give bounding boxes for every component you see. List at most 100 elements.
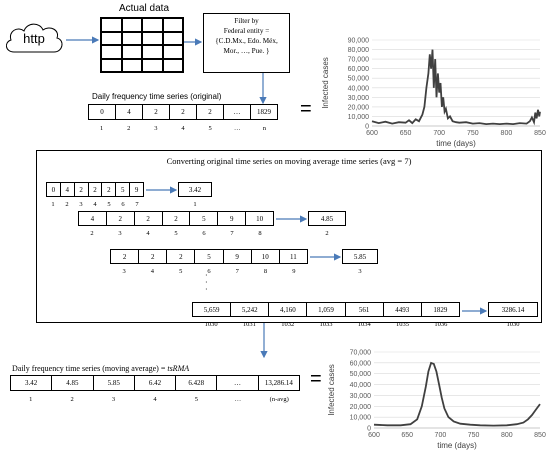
y-axis-label: Infected cases [321,57,330,109]
filter-line: Federal entity = [223,27,270,35]
y-tick-label: 60,000 [348,66,370,73]
window-cell: 4 [61,183,75,196]
series-line [371,49,541,126]
y-tick-label: 20,000 [350,404,372,411]
x-tick-label: 800 [501,130,513,137]
window-index: 1036 [434,321,448,328]
window-index: 6 [207,268,211,275]
window-cell: 0 [47,183,61,196]
x-axis-label: time (days) [436,139,476,148]
window-index: 8 [258,230,262,237]
window-cell: 4 [79,212,107,225]
series-line [373,361,541,427]
y-tick-label: 30,000 [350,393,372,400]
y-tick-label: 80,000 [348,47,370,54]
moving-average-series-index: 5 [194,396,199,403]
original-series-index: 1 [99,125,104,132]
y-tick-label: 60,000 [350,360,372,367]
window-index: 4 [150,268,155,275]
original-series-cell: 2 [143,105,170,119]
window-index: 6 [121,201,125,208]
moving-average-panel-title: Converting original time series on movin… [166,156,412,166]
window-average-index: 3 [358,268,362,275]
x-tick-label: 700 [435,432,447,439]
moving-average-series-index: 4 [153,396,157,403]
window-index: 6 [202,230,206,237]
original-series-cell: 1829 [257,108,271,116]
window-index: 1035 [396,321,410,328]
y-tick-label: 40,000 [348,85,370,92]
equals-sign: = [300,98,312,120]
window-cell: 2 [111,250,140,263]
window-index: 1030 [204,321,218,328]
x-tick-label: 600 [368,432,380,439]
window-indices: 1030 1031 1032 1033 1034 1035 1036 [192,321,460,328]
window-index: 2 [65,201,69,208]
y-tick-label: 70,000 [350,350,372,357]
moving-average-series-cell: … [217,376,259,390]
filter-box: Filter by Federal entity = {C.D.Mx., Edo… [203,13,290,73]
moving-average-series-index: 1 [29,396,33,403]
window-average-index: 1030 [506,321,520,328]
ellipsis-dot: · [205,278,208,287]
ellipsis-dots: · · · [205,271,208,294]
ellipsis-dot: · [205,271,208,280]
window-cell: 2 [107,212,135,225]
moving-average-series-title-text: Daily frequency time series (moving aver… [12,364,168,373]
original-series-index: 4 [181,125,185,132]
window-cell: 1829 [433,305,448,314]
y-tick-label: 40,000 [350,382,372,389]
original-series-index: 5 [208,125,212,132]
moving-average-series-cell: 6.428 [176,376,218,390]
window-index: 1033 [319,321,333,328]
window-index: 9 [292,268,296,275]
y-tick-label: 50,000 [348,76,370,83]
moving-average-series-index: … [234,396,242,403]
original-series-index: n [262,125,267,132]
ellipsis-dot: · [205,285,208,294]
window-cell: 2 [167,250,196,263]
x-tick-label: 750 [468,432,480,439]
window-cell: 2 [163,212,191,225]
window-cell: 2 [102,183,117,196]
window-index: 1 [51,201,55,208]
window-cell: 11 [290,252,297,261]
filter-line: Mor., …, Pue. } [223,47,270,55]
window-index: 4 [93,201,97,208]
moving-average-series-cell: 4.85 [52,376,94,390]
y-tick-label: 90,000 [348,38,370,45]
window-cell: 10 [252,250,280,263]
window-index: 1031 [242,321,256,328]
original-series-index: 2 [127,125,131,132]
window-index: 1034 [357,321,371,328]
x-tick-label: 650 [400,130,412,137]
window-average-result: 5.85 [342,249,378,264]
x-tick-label: 800 [501,432,513,439]
window-index: 1032 [281,321,295,328]
window-average-result: 3.42 [178,182,212,197]
original-series-cell: … [224,105,251,119]
original-series-cell: 4 [116,105,143,119]
original-series-title: Daily frequency time series (original) [92,92,222,101]
moving-average-series-cell: 5.85 [94,376,135,390]
window-average-index: 2 [325,230,329,237]
window-cell: 5 [116,183,131,196]
filter-line: Filter by [234,17,259,25]
window-cell: 2 [139,250,168,263]
actual-data-table-icon [100,17,184,73]
window-index: 7 [135,201,139,208]
original-series-cell: 2 [170,105,197,119]
moving-average-series-title: Daily frequency time series (moving aver… [12,364,189,373]
x-tick-label: 850 [534,432,546,439]
moving-average-chart: 010,00020,00030,00040,00050,00060,00070,… [327,350,546,451]
window-index: 5 [174,230,178,237]
window-cell: 4,160 [269,303,308,316]
original-series-cell: 0 [89,105,116,119]
filter-line: {C.D.Mx., Edo. Méx, [215,37,278,45]
